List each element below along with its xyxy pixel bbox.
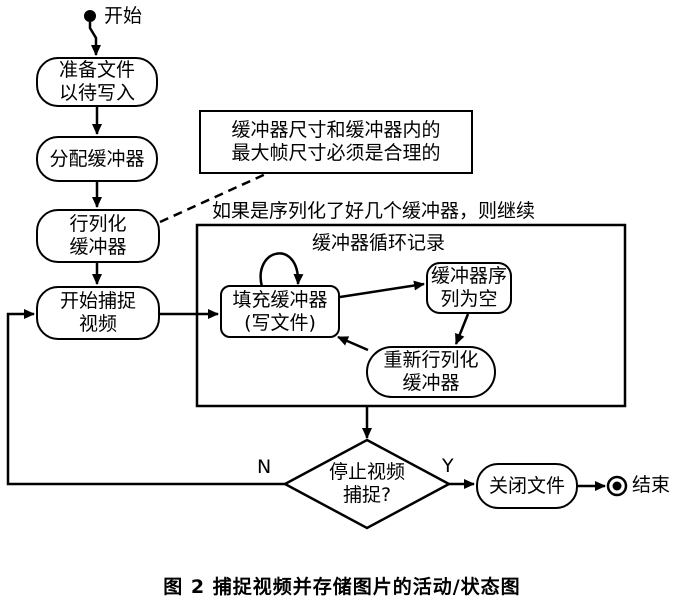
- close-file-node: 关闭文件: [476, 463, 578, 509]
- start-capture-node: 开始捕捉 视频: [36, 286, 160, 340]
- edge-fill-selfloop: [259, 252, 304, 288]
- start-label: 开始: [104, 5, 143, 27]
- stop-decision-label: 停止视频 捕捉?: [328, 461, 405, 506]
- queue-empty-node: 缓冲器序 列为空: [426, 262, 512, 314]
- edge-decision-no: [6, 309, 285, 486]
- edge-start-prepare: [88, 22, 101, 56]
- loop-condition-label: 如果是序列化了好几个缓冲器，则继续: [212, 200, 536, 222]
- loop-title-label: 缓冲器循环记录: [312, 232, 446, 254]
- edge-requeue-fill: [337, 335, 369, 352]
- allocate-buffer-node: 分配缓冲器: [36, 136, 158, 182]
- end-label: 结束: [632, 474, 671, 496]
- edge-queueempty-requeue: [454, 313, 470, 345]
- queue-buffer-node: 行列化 缓冲器: [36, 209, 160, 263]
- branch-yes-label: Y: [442, 455, 454, 477]
- start-node: [84, 10, 96, 22]
- figure-caption: 图 2 捕捉视频并存储图片的活动/状态图: [163, 576, 521, 598]
- end-node-inner: [612, 481, 622, 491]
- note-box: 缓冲器尺寸和缓冲器内的 最大帧尺寸必须是合理的: [199, 110, 473, 174]
- fill-buffer-node: 填充缓冲器 (写文件): [220, 285, 340, 338]
- stop-decision-diamond: [282, 438, 452, 530]
- requeue-buffer-node: 重新行列化 缓冲器: [366, 346, 496, 398]
- note-connector: [159, 171, 269, 224]
- prepare-file-node: 准备文件 以待写入: [36, 57, 158, 107]
- edge-fill-queueempty: [339, 280, 425, 299]
- loop-frame: [195, 223, 627, 408]
- branch-no-label: N: [257, 456, 272, 478]
